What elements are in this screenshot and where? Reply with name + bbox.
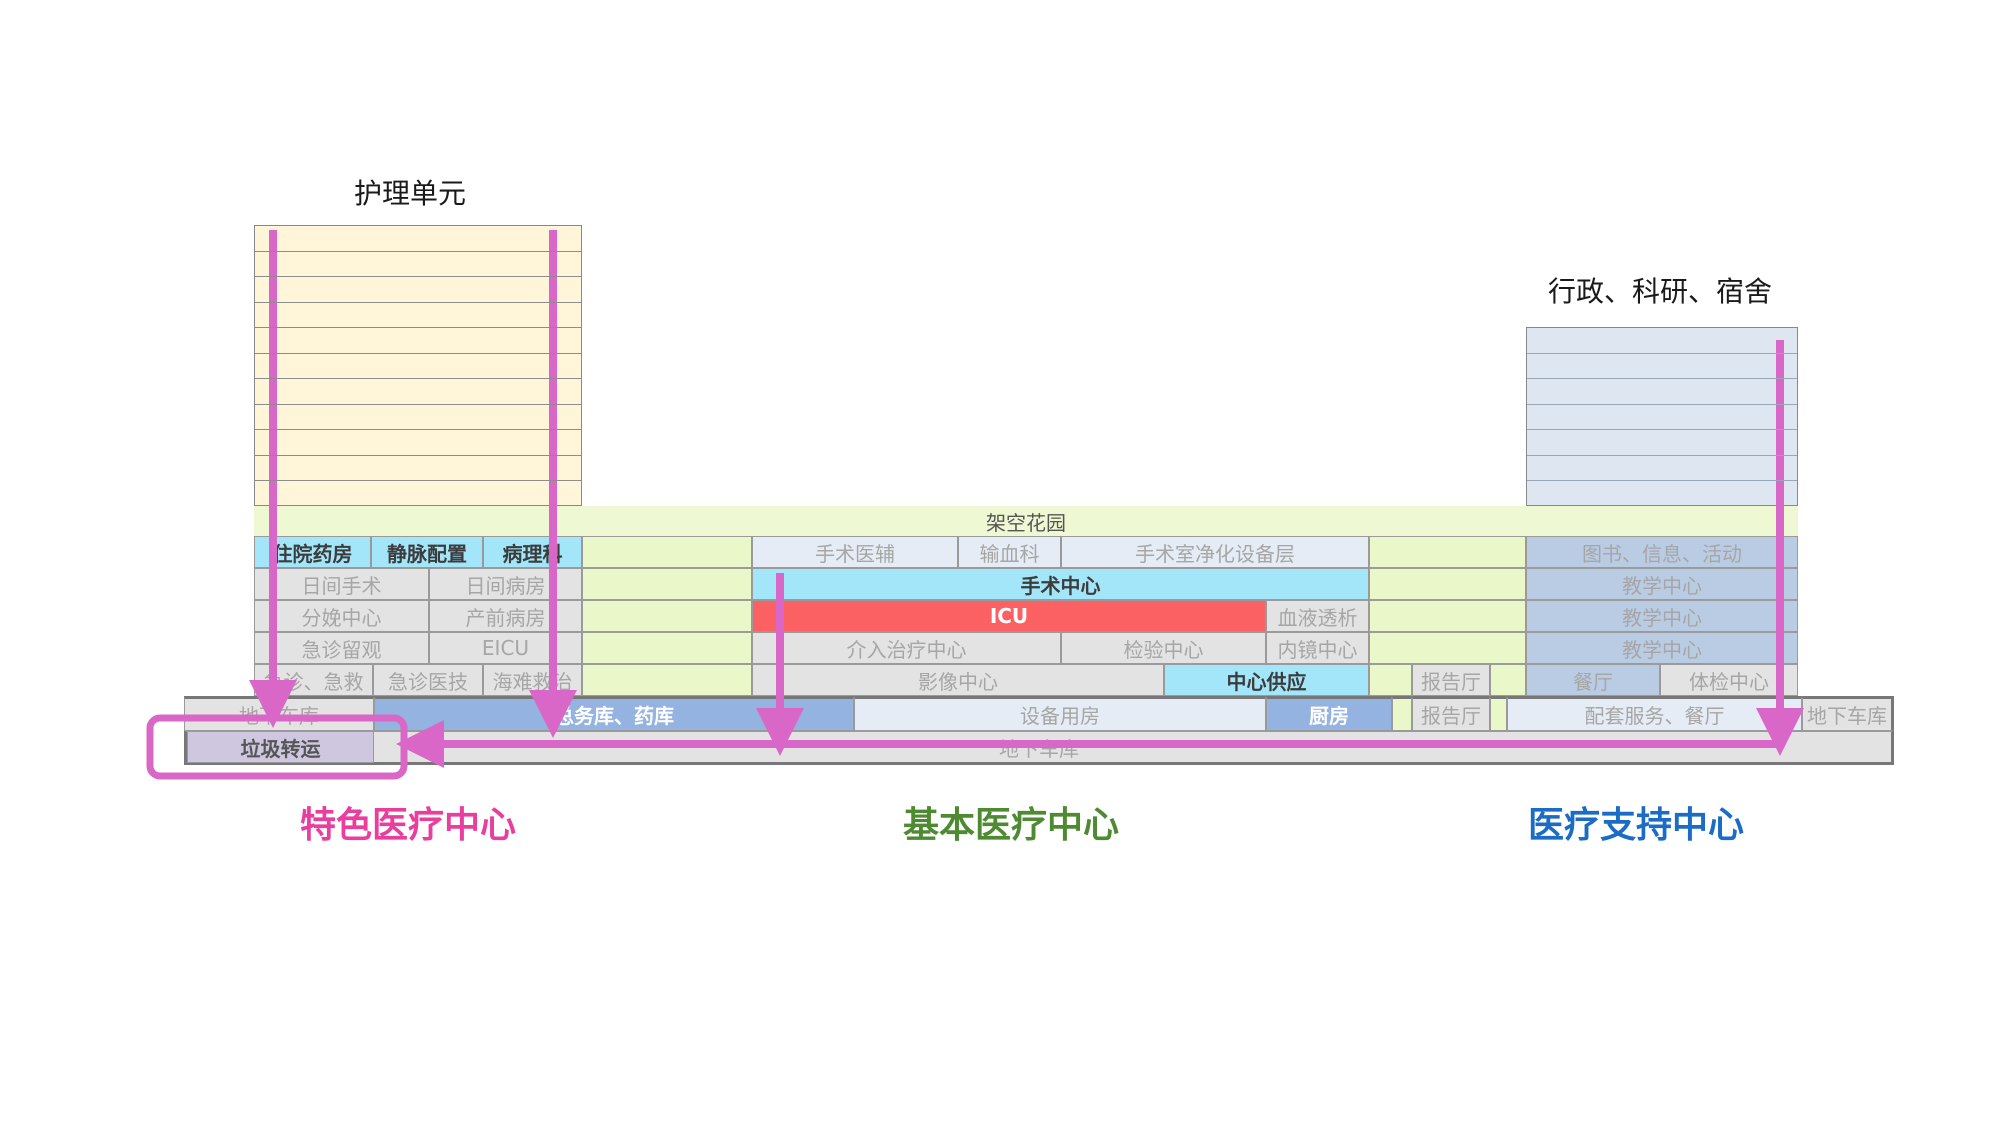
room-prenatal-ward: 产前病房 [429, 600, 582, 632]
room-inpatient-pharmacy: 住院药房 [254, 536, 371, 568]
nursing-tower-floor-line [255, 276, 581, 277]
room-day-surgery: 日间手术 [254, 568, 429, 600]
room-underground-garage-right: 地下车库 [1802, 696, 1894, 731]
nursing-tower-floor-line [255, 327, 581, 328]
room-er-observation: 急诊留观 [254, 632, 429, 664]
admin-tower-floor-line [1527, 455, 1797, 456]
garden-cell [582, 536, 752, 568]
garden-cell [1369, 536, 1526, 568]
garden-cell [582, 632, 752, 664]
room-delivery-center: 分娩中心 [254, 600, 429, 632]
admin-research-dorm-label: 行政、科研、宿舍 [1548, 275, 1773, 308]
admin-tower-floor-line [1527, 429, 1797, 430]
admin-tower-floor-line [1527, 404, 1797, 405]
nursing-unit-label: 护理单元 [354, 177, 467, 210]
caption-medical-support-center: 医疗支持中心 [1528, 805, 1745, 846]
admin-tower-floor-line [1527, 353, 1797, 354]
garden-cell [1369, 568, 1526, 600]
nursing-tower-floor-line [255, 378, 581, 379]
nursing-tower-floor-line [255, 404, 581, 405]
room-transfusion: 输血科 [958, 536, 1061, 568]
room-support-services-canteen: 配套服务、餐厅 [1507, 696, 1802, 731]
room-equipment-rooms: 设备用房 [854, 696, 1266, 731]
room-garbage-transfer: 垃圾转运 [187, 731, 374, 763]
admin-tower-floor-line [1527, 378, 1797, 379]
room-central-supply: 中心供应 [1164, 664, 1369, 696]
room-imaging-center: 影像中心 [752, 664, 1164, 696]
room-er-rescue: 急诊、急救 [254, 664, 373, 696]
nursing-tower [254, 225, 582, 506]
room-maritime-rescue: 海难救治 [483, 664, 582, 696]
room-pathology: 病理科 [483, 536, 582, 568]
garden-cell [1392, 696, 1412, 731]
room-library-info-activity: 图书、信息、活动 [1526, 536, 1798, 568]
room-surgery-center: 手术中心 [752, 568, 1369, 600]
room-health-check-center: 体检中心 [1660, 664, 1798, 696]
garden-cell [1369, 664, 1412, 696]
room-surgery-aux: 手术医辅 [752, 536, 958, 568]
room-general-storage-pharmacy: 总务库、药库 [374, 696, 854, 731]
garden-cell [1490, 696, 1507, 731]
room-icu: ICU [752, 600, 1266, 632]
room-underground-garage-left: 地下车库 [184, 696, 374, 731]
nursing-tower-floor-line [255, 251, 581, 252]
nursing-tower-floor-line [255, 455, 581, 456]
room-interventional-center: 介入治疗中心 [752, 632, 1061, 664]
room-iv-admixture: 静脉配置 [371, 536, 483, 568]
garden-cell [1369, 632, 1526, 664]
room-canteen: 餐厅 [1526, 664, 1660, 696]
room-lecture-hall-1: 报告厅 [1412, 664, 1490, 696]
sky-garden: 架空花园 [254, 506, 1798, 536]
room-endoscopy-center: 内镜中心 [1266, 632, 1369, 664]
room-teaching-center-2: 教学中心 [1526, 600, 1798, 632]
room-underground-garage-b2: 地下车库 [184, 731, 1894, 765]
caption-basic-medical-center: 基本医疗中心 [903, 805, 1120, 846]
room-teaching-center-3: 教学中心 [1526, 632, 1798, 664]
garden-cell [582, 600, 752, 632]
admin-tower-floor-line [1527, 480, 1797, 481]
nursing-tower-floor-line [255, 480, 581, 481]
room-hemodialysis: 血液透析 [1266, 600, 1369, 632]
nursing-tower-floor-line [255, 429, 581, 430]
garden-cell [1490, 664, 1526, 696]
room-day-ward: 日间病房 [429, 568, 582, 600]
room-or-purification-floor: 手术室净化设备层 [1061, 536, 1369, 568]
nursing-tower-floor-line [255, 302, 581, 303]
room-er-medtech: 急诊医技 [373, 664, 483, 696]
nursing-tower-floor-line [255, 353, 581, 354]
admin-tower [1526, 327, 1798, 506]
room-eicu: EICU [429, 632, 582, 664]
room-teaching-center-1: 教学中心 [1526, 568, 1798, 600]
room-kitchen: 厨房 [1266, 696, 1392, 731]
caption-special-medical-center: 特色医疗中心 [300, 805, 517, 846]
room-lab-center: 检验中心 [1061, 632, 1266, 664]
room-lecture-hall-2: 报告厅 [1412, 696, 1490, 731]
garden-cell [582, 664, 752, 696]
garden-cell [1369, 600, 1526, 632]
garden-cell [582, 568, 752, 600]
